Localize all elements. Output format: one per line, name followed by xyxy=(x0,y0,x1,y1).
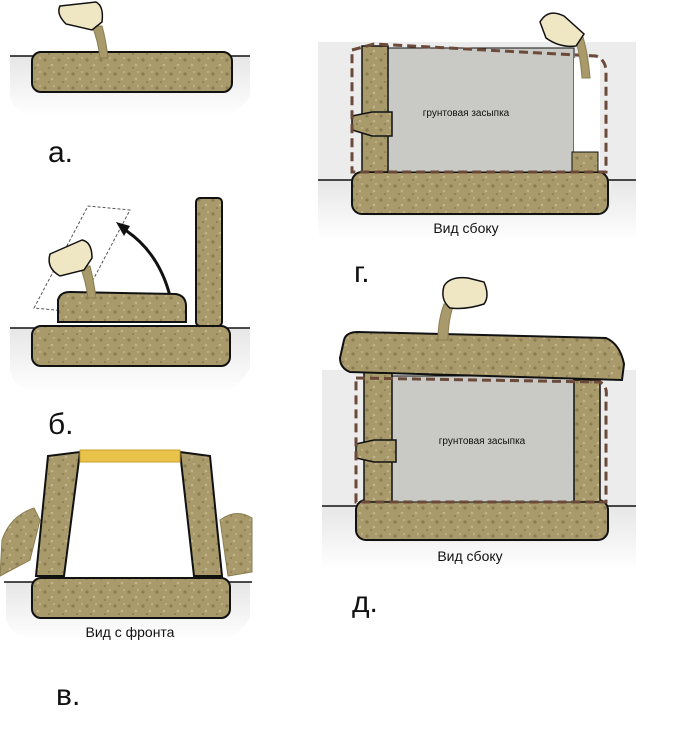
side-view-caption-d: Вид сбоку xyxy=(437,548,502,564)
trench xyxy=(10,56,250,116)
bucket-icon xyxy=(442,276,488,310)
front-view-caption: Вид с фронта xyxy=(86,624,175,640)
backfill-label-d: грунтовая засыпка xyxy=(439,436,526,447)
step-label-d: д. xyxy=(352,586,378,619)
trench xyxy=(6,582,250,640)
formwork-dashed-outline xyxy=(354,376,608,504)
soil-pile-left xyxy=(0,507,41,577)
tilting-wall xyxy=(57,290,187,323)
bucket-icon xyxy=(48,239,93,277)
foundation-slab xyxy=(31,325,231,367)
soil-pile-right xyxy=(219,513,253,577)
bucket-icon xyxy=(58,1,104,31)
panel-d: грунтовая засыпка Вид сбоку д. xyxy=(322,276,636,619)
step-label-b: б. xyxy=(48,408,74,441)
right-wall xyxy=(573,379,601,503)
pour-stream xyxy=(79,265,97,299)
trench xyxy=(318,180,636,240)
trench xyxy=(10,328,250,392)
side-view-caption-g: Вид сбоку xyxy=(433,220,498,236)
backfill-area xyxy=(385,47,575,173)
bucket-icon xyxy=(539,12,585,48)
panel-g: грунтовая засыпка Вид сбоку г. xyxy=(318,12,636,289)
formwork-dashed-outline xyxy=(350,42,608,174)
rotation-arrow xyxy=(121,226,172,297)
panel-v: Вид с фронта в. xyxy=(0,449,253,712)
roof-slab xyxy=(338,330,626,382)
trench xyxy=(322,506,636,570)
step-label-v: в. xyxy=(56,679,80,712)
step-label-g: г. xyxy=(354,256,370,289)
pour-stream xyxy=(91,25,109,59)
top-board xyxy=(79,449,181,463)
backfill-small xyxy=(571,151,599,173)
left-wall xyxy=(363,371,393,503)
anchor-bolt xyxy=(355,439,397,463)
step-label-a: а. xyxy=(48,136,73,169)
pour-stream xyxy=(573,33,591,79)
foundation-slab xyxy=(31,577,231,619)
panel-a: а. xyxy=(10,1,250,169)
raised-wall xyxy=(195,197,223,327)
foundation-slab xyxy=(355,499,609,541)
left-wall xyxy=(361,45,389,173)
foundation-slab xyxy=(31,51,233,93)
backfill-label-g: грунтовая засыпка xyxy=(423,108,510,119)
right-wall xyxy=(178,450,224,577)
left-wall xyxy=(34,450,82,577)
pour-stream xyxy=(437,303,455,341)
foundation-slab xyxy=(351,171,609,215)
anchor-bolt xyxy=(351,111,393,137)
arrow-head-icon xyxy=(116,222,130,236)
backfill-area xyxy=(389,375,577,503)
panel-b: б. xyxy=(10,197,250,441)
